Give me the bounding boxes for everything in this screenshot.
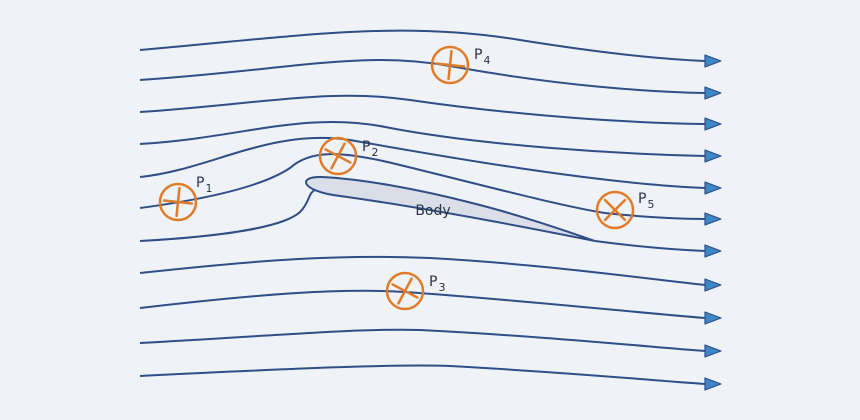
marker-cross-icon bbox=[434, 49, 466, 81]
streamlines bbox=[139, 29, 722, 391]
streamline bbox=[139, 328, 706, 352]
arrowhead-icon bbox=[704, 181, 722, 195]
arrowhead-icon bbox=[704, 117, 722, 131]
streamline bbox=[139, 94, 706, 125]
streamline bbox=[139, 120, 706, 157]
marker-circle bbox=[430, 45, 470, 85]
streamline bbox=[139, 29, 706, 62]
marker-cross-icon bbox=[603, 198, 627, 222]
arrowhead-icon bbox=[704, 54, 722, 68]
arrowhead-icon bbox=[704, 311, 722, 325]
marker-cross-icon bbox=[324, 142, 352, 170]
streamline bbox=[139, 364, 706, 385]
arrowhead-icon bbox=[704, 212, 722, 226]
streamline bbox=[139, 136, 706, 189]
airfoil-body: Body bbox=[305, 175, 596, 242]
marker-cross-icon bbox=[162, 186, 194, 218]
marker-label: P4 bbox=[474, 47, 490, 67]
marker-p4: P4 bbox=[430, 45, 490, 85]
marker-label: P1 bbox=[196, 175, 212, 195]
arrowhead-icon bbox=[704, 149, 722, 163]
marker-p5: P5 bbox=[595, 190, 654, 230]
marker-label: P2 bbox=[362, 139, 378, 159]
marker-cross-icon bbox=[391, 277, 419, 305]
marker-circle bbox=[158, 182, 198, 222]
arrowhead-icon bbox=[704, 278, 722, 292]
marker-p3: P3 bbox=[385, 271, 445, 311]
marker-circle bbox=[385, 271, 425, 311]
streamline bbox=[139, 189, 316, 242]
arrowhead-icon bbox=[704, 244, 722, 258]
arrowhead-icon bbox=[704, 86, 722, 100]
marker-label: P3 bbox=[429, 274, 445, 294]
arrowhead-icon bbox=[704, 377, 722, 391]
marker-label: P5 bbox=[638, 191, 654, 211]
arrowhead-icon bbox=[704, 344, 722, 358]
streamline bbox=[139, 59, 706, 94]
body-label: Body bbox=[415, 203, 450, 219]
marker-circle bbox=[595, 190, 635, 230]
streamline bbox=[139, 255, 706, 286]
marker-p1: P1 bbox=[158, 175, 212, 222]
marker-p2: P2 bbox=[318, 136, 378, 176]
airfoil-shape bbox=[305, 175, 596, 242]
marker-circle bbox=[318, 136, 358, 176]
streamline bbox=[594, 240, 706, 252]
